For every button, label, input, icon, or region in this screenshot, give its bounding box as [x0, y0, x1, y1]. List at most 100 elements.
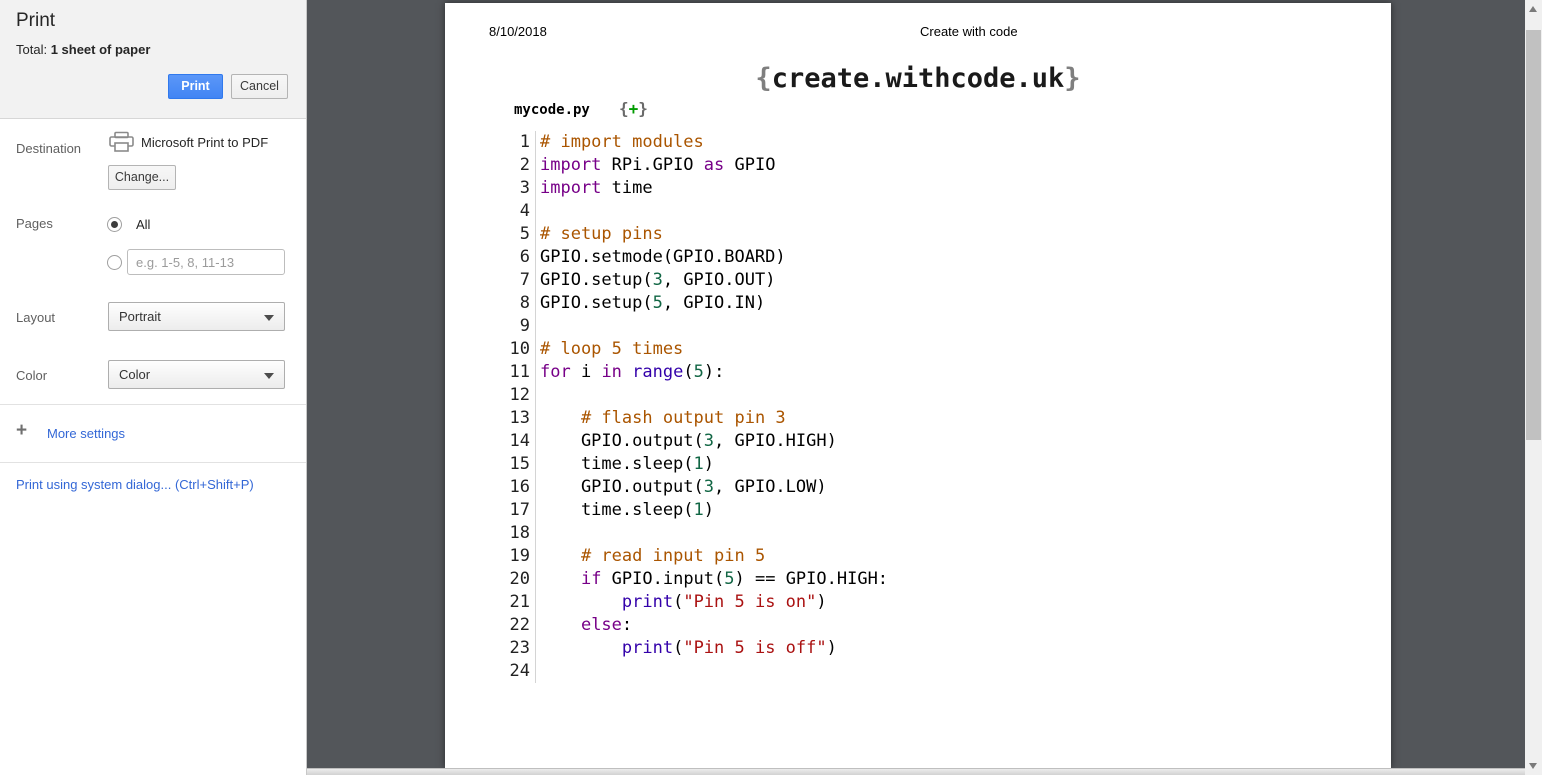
code-line: 19 # read input pin 5 — [445, 545, 1391, 568]
code-text: # setup pins — [540, 224, 663, 244]
site-title-text: create.withcode.uk — [771, 63, 1065, 94]
line-number: 4 — [445, 200, 536, 223]
code-line: 12 — [445, 384, 1391, 407]
code-text: GPIO.output(3, GPIO.LOW) — [540, 477, 827, 497]
page-title: Print — [16, 10, 56, 31]
code-text — [536, 384, 540, 407]
line-number: 7 — [445, 269, 536, 292]
code-text: GPIO.output(3, GPIO.HIGH) — [540, 431, 837, 451]
code-text: for i in range(5): — [540, 362, 725, 382]
withcode-logo-icon: {+} — [619, 99, 648, 118]
radio-selected-dot — [111, 221, 118, 228]
line-number: 24 — [445, 660, 536, 683]
code-text: # flash output pin 3 — [580, 408, 786, 428]
line-number: 18 — [445, 522, 536, 545]
pages-all-radio[interactable] — [107, 217, 122, 232]
scrollbar-thumb[interactable] — [1526, 30, 1541, 440]
page-preview: 8/10/2018 Create with code {create.withc… — [445, 3, 1391, 768]
code-text: GPIO.setmode(GPIO.BOARD) — [540, 247, 786, 267]
site-title: {create.withcode.uk} — [445, 63, 1391, 94]
code-line: 16 GPIO.output(3, GPIO.LOW) — [445, 476, 1391, 499]
code-text — [536, 315, 540, 338]
line-number: 22 — [445, 614, 536, 637]
layout-select[interactable]: Portrait — [108, 302, 285, 331]
line-number: 15 — [445, 453, 536, 476]
line-number: 1 — [445, 131, 536, 154]
code-text — [536, 522, 540, 545]
code-line: 5# setup pins — [445, 223, 1391, 246]
line-number: 20 — [445, 568, 536, 591]
code-line: 24 — [445, 660, 1391, 683]
code-line: 18 — [445, 522, 1391, 545]
chevron-down-icon — [264, 373, 274, 379]
line-number: 17 — [445, 499, 536, 522]
scroll-down-icon[interactable] — [1529, 763, 1537, 769]
change-destination-button[interactable]: Change... — [108, 165, 176, 190]
code-text — [536, 660, 540, 683]
destination-label: Destination — [16, 141, 82, 156]
brace-close: } — [1064, 63, 1081, 94]
page-range-input[interactable] — [127, 249, 285, 275]
vertical-scrollbar[interactable] — [1525, 0, 1542, 775]
system-dialog-link[interactable]: Print using system dialog... (Ctrl+Shift… — [16, 477, 254, 492]
pages-range-radio[interactable] — [107, 255, 122, 270]
logo-brace-close: } — [638, 99, 648, 118]
code-text: GPIO.setup(5, GPIO.IN) — [540, 293, 766, 313]
line-number: 19 — [445, 545, 536, 568]
pages-label: Pages — [16, 216, 53, 231]
line-number: 9 — [445, 315, 536, 338]
code-text: time.sleep(1) — [540, 500, 715, 520]
sheet-count: Total: 1 sheet of paper — [16, 42, 150, 57]
code-line: 1# import modules — [445, 131, 1391, 154]
code-line: 10# loop 5 times — [445, 338, 1391, 361]
code-line: 4 — [445, 200, 1391, 223]
divider — [0, 404, 306, 405]
color-select[interactable]: Color — [108, 360, 285, 389]
print-settings-sidebar: Print Total: 1 sheet of paper Print Canc… — [0, 0, 307, 775]
more-settings-link[interactable]: More settings — [47, 426, 126, 441]
line-number: 2 — [445, 154, 536, 177]
line-number: 13 — [445, 407, 536, 430]
code-line: 20 if GPIO.input(5) == GPIO.HIGH: — [445, 568, 1391, 591]
total-value: 1 sheet of paper — [50, 42, 151, 57]
code-line: 22 else: — [445, 614, 1391, 637]
line-number: 16 — [445, 476, 536, 499]
destination-device: Microsoft Print to PDF — [141, 135, 269, 150]
print-button[interactable]: Print — [168, 74, 223, 99]
code-text: import RPi.GPIO as GPIO — [540, 155, 776, 175]
scroll-up-icon[interactable] — [1529, 6, 1537, 12]
code-text: time.sleep(1) — [540, 454, 715, 474]
logo-plus: + — [628, 99, 639, 118]
line-number: 3 — [445, 177, 536, 200]
line-number: 11 — [445, 361, 536, 384]
brace-open: { — [755, 63, 772, 94]
preview-pane: 8/10/2018 Create with code {create.withc… — [307, 0, 1542, 775]
line-number: 14 — [445, 430, 536, 453]
code-line: 15 time.sleep(1) — [445, 453, 1391, 476]
sidebar-header: Print Total: 1 sheet of paper Print Canc… — [0, 0, 306, 119]
code-line: 21 print("Pin 5 is on") — [445, 591, 1391, 614]
layout-select-value: Portrait — [119, 309, 161, 324]
line-number: 12 — [445, 384, 536, 407]
line-number: 23 — [445, 637, 536, 660]
pages-all-label: All — [136, 217, 151, 232]
line-number: 10 — [445, 338, 536, 361]
line-number: 8 — [445, 292, 536, 315]
print-header-title: Create with code — [920, 24, 1018, 39]
code-text: # loop 5 times — [540, 339, 684, 359]
horizontal-scrollbar[interactable] — [307, 768, 1542, 775]
total-prefix: Total: — [16, 42, 51, 57]
code-text: import time — [540, 178, 653, 198]
cancel-button[interactable]: Cancel — [231, 74, 288, 99]
line-number: 6 — [445, 246, 536, 269]
code-text: else: — [580, 615, 633, 635]
code-text: print("Pin 5 is on") — [621, 592, 827, 612]
code-text: if GPIO.input(5) == GPIO.HIGH: — [580, 569, 889, 589]
